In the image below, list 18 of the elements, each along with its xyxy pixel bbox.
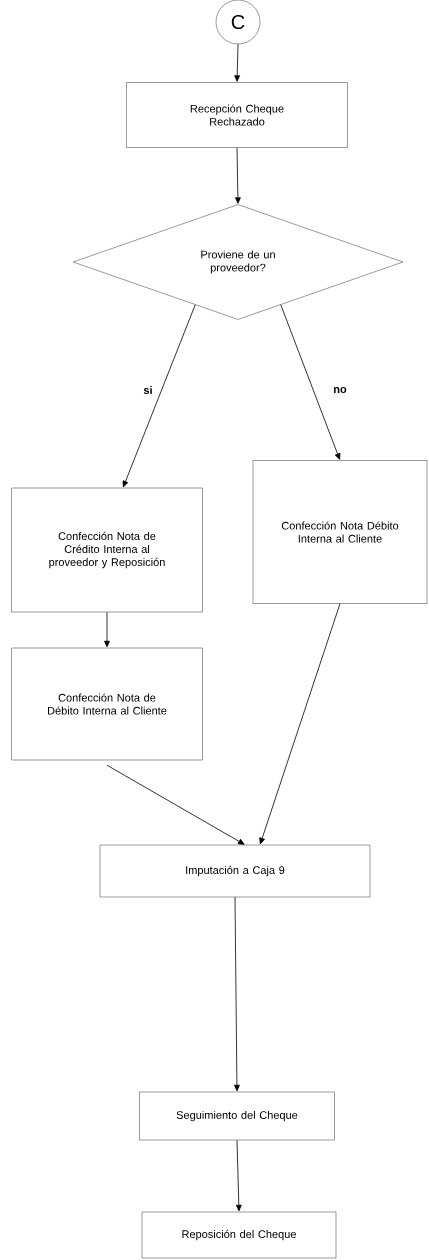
- edge-label: no: [332, 386, 348, 394]
- process-box: Confección Nota Débito Interna al Cliente: [252, 460, 428, 604]
- process-box: Recepción Cheque Rechazado: [126, 82, 348, 148]
- process-box: Confección Nota de Débito Interna al Cliente: [11, 647, 203, 761]
- process-box: Confección Nota de Crédito Interna al proveedor y Reposición: [11, 487, 203, 613]
- arrow: [122, 304, 196, 488]
- edge-label: si: [142, 384, 154, 396]
- arrow: [280, 304, 341, 460]
- arrow: [234, 896, 240, 1092]
- process-box: Imputación a Caja 9: [99, 844, 371, 898]
- process-box: Seguimiento del Cheque: [139, 1091, 335, 1141]
- arrow: [259, 603, 341, 845]
- arrow: [106, 764, 245, 845]
- arrow: [104, 611, 110, 648]
- arrow: [235, 1139, 242, 1212]
- process-box: Reposición del Cheque: [141, 1211, 337, 1259]
- arrow: [235, 147, 241, 204]
- arrow: [234, 43, 241, 82]
